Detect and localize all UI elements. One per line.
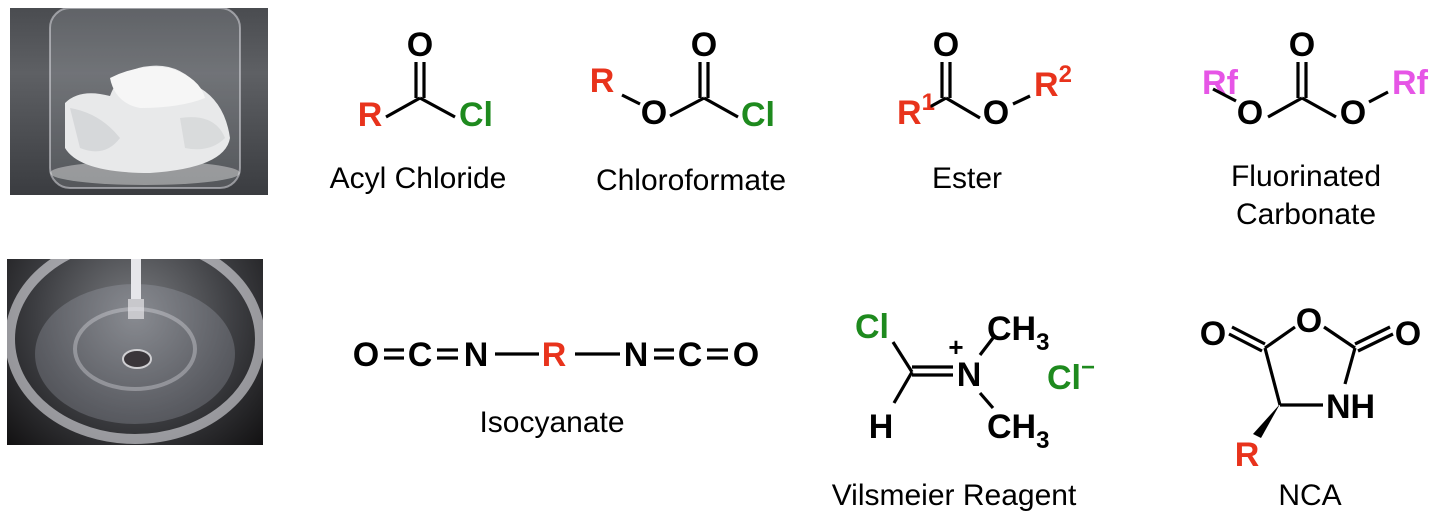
atom-oxygen: O <box>733 336 759 374</box>
bond-single <box>1012 94 1031 106</box>
methyl-top-subscript: 3 <box>1036 329 1049 356</box>
r1-symbol: R <box>897 94 922 132</box>
nca-structure: O O O NH R NCA <box>1200 302 1421 512</box>
atom-r-group: R <box>590 62 615 100</box>
wedge-bond <box>1253 404 1280 438</box>
atom-oxygen: O <box>983 94 1009 132</box>
bond-double-1 <box>1231 325 1266 346</box>
methyl-bottom-symbol: CH <box>987 408 1036 446</box>
ester-structure: O R1 O R2 Ester <box>897 26 1072 195</box>
bond-single <box>1301 96 1337 119</box>
solid-sample-photo <box>10 8 268 195</box>
atom-r-group: R <box>542 336 567 374</box>
structure-label-carbonate: Carbonate <box>1236 198 1376 231</box>
counter-ion-chloride: Cl− <box>1047 354 1095 397</box>
atom-nitrogen: N <box>957 356 982 394</box>
structure-label-fluorinated: Fluorinated <box>1231 160 1381 193</box>
fluorinated-carbonate-structure: O Rf O O Rf Fluorinated Carbonate <box>1202 26 1429 231</box>
atom-oxygen: O <box>407 26 433 64</box>
bond-single <box>1212 87 1237 103</box>
counter-ion-charge: − <box>1081 354 1095 381</box>
bond-single <box>978 391 995 410</box>
bond-single <box>669 96 705 118</box>
positive-charge: + <box>948 332 963 362</box>
bond-single <box>945 96 981 120</box>
structure-label-chloroformate: Chloroformate <box>596 164 786 197</box>
bond-double-2 <box>1357 332 1394 353</box>
bond-single <box>1267 96 1303 119</box>
bond-double-1 <box>1354 325 1391 346</box>
atom-hydrogen: H <box>869 408 894 446</box>
r2-symbol: R <box>1034 66 1059 104</box>
structure-label-nca: NCA <box>1278 479 1341 512</box>
atom-oxygen: O <box>1340 94 1366 132</box>
atom-nitrogen: N <box>624 336 649 374</box>
atom-oxygen: O <box>641 94 667 132</box>
methyl-bottom-subscript: 3 <box>1036 427 1049 454</box>
isocyanate-structure: O C N R N C O Isocyanate <box>353 336 759 439</box>
atom-oxygen: O <box>1200 315 1226 353</box>
bond-single <box>1368 90 1389 104</box>
liquid-sample-photo <box>7 259 263 445</box>
atom-r1-group: R1 <box>897 89 935 132</box>
bond-ring <box>1263 347 1282 406</box>
structure-label-acyl-chloride: Acyl Chloride <box>330 162 507 195</box>
bond-ring <box>1323 325 1356 350</box>
atom-r-group: R <box>1235 436 1260 474</box>
bond-single <box>927 96 947 110</box>
atom-r-group: R <box>358 96 383 134</box>
atom-oxygen-ring: O <box>1296 302 1322 340</box>
atom-oxygen: O <box>1395 315 1421 353</box>
bond-single <box>978 337 995 356</box>
atom-oxygen: O <box>353 336 379 374</box>
methyl-group-top: CH3 <box>987 310 1049 356</box>
acyl-chloride-structure: O R Cl Acyl Chloride <box>330 26 507 195</box>
atom-carbon: C <box>408 336 433 374</box>
atom-rf-right: Rf <box>1392 64 1429 102</box>
counter-ion-symbol: Cl <box>1047 359 1081 397</box>
bond-single <box>891 341 914 373</box>
atom-chlorine: Cl <box>459 96 493 134</box>
structure-label-isocyanate: Isocyanate <box>479 406 624 439</box>
atom-oxygen: O <box>1289 26 1315 64</box>
liquid-sample-illustration <box>7 259 263 444</box>
methyl-top-symbol: CH <box>987 310 1036 348</box>
methyl-group-bottom: CH3 <box>987 408 1049 454</box>
bond-ring <box>1264 325 1296 350</box>
atom-nitrogen: N <box>464 336 489 374</box>
r1-superscript: 1 <box>922 89 935 116</box>
chloroformate-structure: O R O Cl Chloroformate <box>590 26 786 197</box>
atom-r2-group: R2 <box>1034 61 1072 104</box>
structure-label-vilsmeier: Vilsmeier Reagent <box>832 479 1077 512</box>
bond-single <box>621 93 641 106</box>
bond-single <box>419 96 456 119</box>
atom-oxygen: O <box>1237 94 1263 132</box>
structure-label-ester: Ester <box>932 162 1002 195</box>
atom-chlorine: Cl <box>855 308 889 346</box>
bond-double-2 <box>1228 332 1263 353</box>
bond-single <box>703 96 739 119</box>
bond-single <box>892 371 914 404</box>
bond-single <box>385 96 421 119</box>
vilsmeier-reagent-structure: Cl H N + CH3 CH3 Cl− Vilsmeier Reagent <box>832 308 1095 512</box>
atom-carbon: C <box>678 336 703 374</box>
solid-sample-illustration <box>49 8 241 189</box>
atom-nh: NH <box>1326 388 1375 426</box>
atom-oxygen: O <box>691 26 717 64</box>
atom-chlorine: Cl <box>741 96 775 134</box>
bond-ring <box>1343 347 1357 385</box>
atom-oxygen: O <box>933 26 959 64</box>
atom-rf-left: Rf <box>1202 64 1239 102</box>
r2-superscript: 2 <box>1059 61 1072 88</box>
